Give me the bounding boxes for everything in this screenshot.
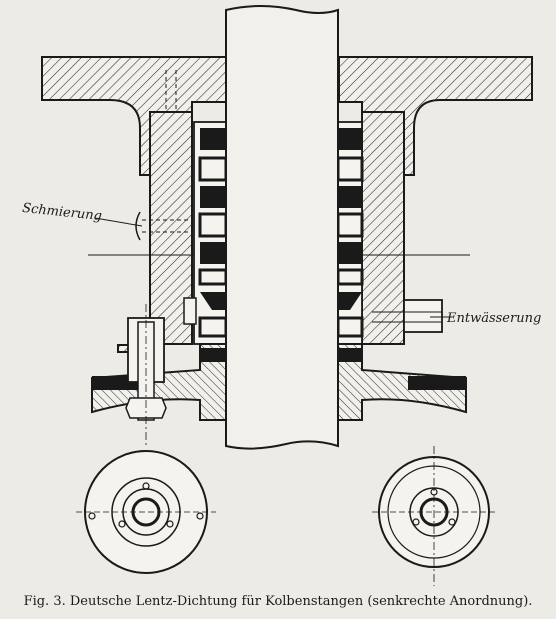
packing-rings-right [336, 121, 364, 345]
stud-bolt [125, 304, 167, 446]
gland-plan-view-right [372, 446, 496, 586]
stuffing-box-housing-right [361, 111, 405, 345]
gland-plan-view-left [76, 450, 216, 574]
figure-caption: Fig. 3. Deutsche Lentz-Dichtung für Kolb… [23, 594, 533, 609]
sectional-drawing [41, 5, 533, 586]
packing-rings-left [193, 121, 228, 345]
lubrication-bore [94, 70, 190, 241]
drainage-channel [372, 299, 452, 333]
drainage-label: Entwässerung [447, 311, 542, 326]
piston-rod [225, 5, 339, 450]
guide-block [183, 297, 197, 325]
